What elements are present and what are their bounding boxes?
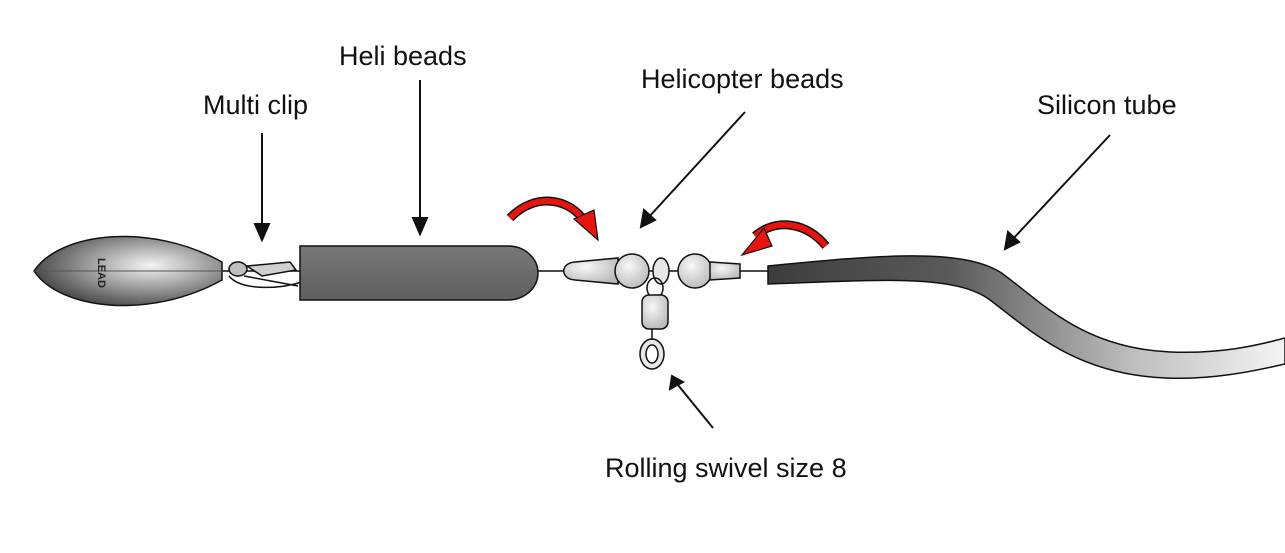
- heli-beads-label: Heli beads: [339, 41, 467, 71]
- red-arrow-right: [740, 220, 830, 257]
- pointer-arrow-silicon-tube: [1003, 134, 1111, 251]
- rolling-swivel: [639, 277, 669, 370]
- pointer-arrow-rolling-swivel: [668, 374, 714, 429]
- silicon-tube-label: Silicon tube: [1037, 90, 1177, 120]
- pointer-arrow-multi-clip: [253, 133, 271, 243]
- lead-text: LEAD: [95, 258, 107, 288]
- red-arrow-left: [506, 196, 599, 242]
- multi-clip: [228, 261, 303, 289]
- pointer-arrow-heli-beads: [411, 80, 429, 237]
- helicopter-beads-label: Helicopter beads: [641, 64, 844, 94]
- pointer-arrows: [253, 80, 1111, 429]
- lead-weight: LEAD: [33, 235, 223, 307]
- silicon-tube: [767, 255, 1285, 380]
- heli-sleeve: [299, 245, 539, 301]
- pointer-arrow-helicopter-beads: [639, 111, 746, 229]
- helicopter-beads: [563, 253, 741, 289]
- rolling-swivel-label: Rolling swivel size 8: [605, 453, 847, 483]
- multi-clip-label: Multi clip: [203, 90, 309, 120]
